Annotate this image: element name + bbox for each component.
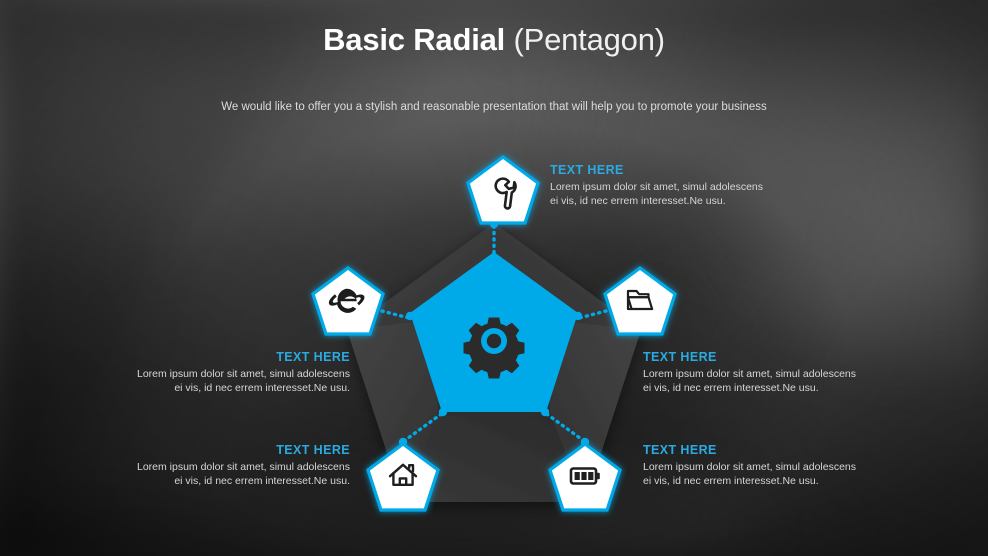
text-block-left-heading: TEXT HERE xyxy=(276,350,350,364)
text-block-right-body-line1: Lorem ipsum dolor sit amet, simul adoles… xyxy=(643,368,857,380)
battery-icon xyxy=(569,467,600,485)
text-block-bottom-left-body: Lorem ipsum dolor sit amet, simul adoles… xyxy=(98,461,350,488)
text-block-bottom-left-body-line1: Lorem ipsum dolor sit amet, simul adoles… xyxy=(136,461,350,473)
text-block-bottom-right-body-line2: ei vis, id nec errem interesset.Ne usu. xyxy=(643,474,819,487)
text-block-left-body-line2: ei vis, id nec errem interesset.Ne usu. xyxy=(174,381,350,394)
text-block-left: TEXT HERE Lorem ipsum dolor sit amet, si… xyxy=(98,350,350,395)
text-block-top-body-line2: ei vis, id nec errem interesset.Ne usu. xyxy=(550,194,726,207)
text-block-right-body-line2: ei vis, id nec errem interesset.Ne usu. xyxy=(643,381,819,394)
text-block-top-heading: TEXT HERE xyxy=(550,163,624,177)
page-subtitle: We would like to offer you a stylish and… xyxy=(221,101,767,113)
connector-right xyxy=(577,301,639,320)
connector-left xyxy=(349,301,411,320)
home-icon xyxy=(388,463,418,486)
page-title-strong: Basic Radial xyxy=(323,22,506,57)
wrench-icon xyxy=(494,177,517,210)
connector-bottom-left xyxy=(402,410,446,443)
text-block-left-body-line1: Lorem ipsum dolor sit amet, simul adoles… xyxy=(136,368,350,380)
text-block-right-body: Lorem ipsum dolor sit amet, simul adoles… xyxy=(643,368,895,395)
node-left[interactable] xyxy=(311,266,385,336)
text-block-bottom-right: TEXT HERE Lorem ipsum dolor sit amet, si… xyxy=(643,443,895,488)
text-block-right-heading: TEXT HERE xyxy=(643,350,717,364)
folder-icon xyxy=(626,289,654,311)
text-block-top-body-line1: Lorem ipsum dolor sit amet, simul adoles… xyxy=(550,181,764,193)
text-block-left-body: Lorem ipsum dolor sit amet, simul adoles… xyxy=(98,368,350,395)
text-block-top-body: Lorem ipsum dolor sit amet, simul adoles… xyxy=(550,181,800,208)
node-bottom-left[interactable] xyxy=(366,442,440,512)
node-right[interactable] xyxy=(603,266,677,336)
text-block-bottom-left-body-line2: ei vis, id nec errem interesset.Ne usu. xyxy=(174,474,350,487)
text-block-bottom-right-body: Lorem ipsum dolor sit amet, simul adoles… xyxy=(643,461,895,488)
gear-icon xyxy=(463,317,525,379)
text-block-bottom-left-heading: TEXT HERE xyxy=(276,443,350,457)
connector-lines xyxy=(349,224,639,443)
text-block-right: TEXT HERE Lorem ipsum dolor sit amet, si… xyxy=(643,350,895,395)
text-block-top: TEXT HERE Lorem ipsum dolor sit amet, si… xyxy=(550,163,800,208)
connector-bottom-right xyxy=(542,410,586,443)
page-title: Basic Radial (Pentagon) xyxy=(0,22,988,58)
text-block-bottom-right-heading: TEXT HERE xyxy=(643,443,717,457)
node-bottom-right[interactable] xyxy=(548,442,622,512)
page-title-light: (Pentagon) xyxy=(513,22,666,57)
node-top[interactable] xyxy=(466,155,540,225)
text-block-bottom-left: TEXT HERE Lorem ipsum dolor sit amet, si… xyxy=(98,443,350,488)
text-block-bottom-right-body-line1: Lorem ipsum dolor sit amet, simul adoles… xyxy=(643,461,857,473)
internet-explorer-icon xyxy=(328,288,365,313)
